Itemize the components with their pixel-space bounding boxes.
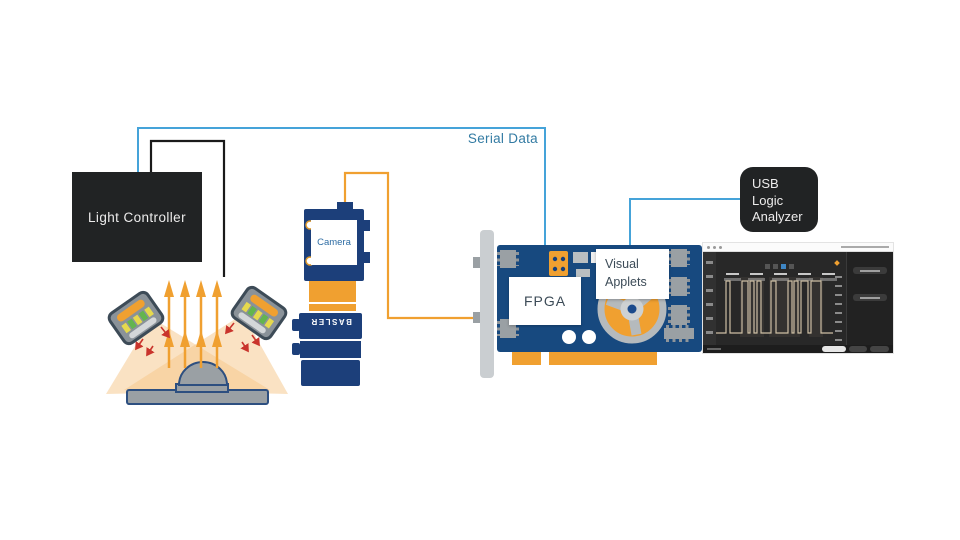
camera-mount-ring <box>309 281 356 302</box>
usb-analyzer-wire <box>629 198 740 250</box>
trigger-marker-icon <box>834 260 840 266</box>
lens-upper <box>299 313 362 339</box>
jumper-block <box>549 251 568 276</box>
ic-chip-icon <box>497 250 519 268</box>
ic-chip-icon <box>668 305 690 325</box>
pci-bracket <box>480 230 494 378</box>
sample-dome <box>177 361 229 386</box>
camera-label: Camera <box>311 220 357 265</box>
analyzer-channel-strip <box>703 252 716 345</box>
lens-mid <box>300 341 361 358</box>
analyzer-bottom-bar <box>703 345 893 353</box>
light-trigger-wire <box>149 139 226 277</box>
pcie-finger <box>549 352 657 365</box>
camera-top-connector <box>337 202 353 210</box>
analyzer-titlebar <box>703 243 893 252</box>
lens-brand-label: BASLER <box>309 317 352 326</box>
visual-applets-label: Visual Applets <box>596 249 669 299</box>
ic-chip-icon <box>668 277 690 296</box>
left-led-light-icon <box>107 290 165 346</box>
logic-analyzer-screenshot <box>703 243 893 353</box>
pcie-finger <box>512 352 541 365</box>
ic-chip-icon <box>668 249 690 267</box>
digital-waveform <box>716 277 833 337</box>
light-controller-label: Light Controller <box>88 209 186 225</box>
camera-cable-wire <box>343 171 480 320</box>
usb-logic-analyzer-box: USB Logic Analyzer <box>740 167 818 232</box>
analyzer-side-panel <box>846 252 893 345</box>
ic-chip-icon <box>664 325 694 342</box>
fpga-label: FPGA <box>509 277 581 325</box>
light-controller-box: Light Controller <box>72 172 202 262</box>
serial-data-label: Serial Data <box>467 131 538 146</box>
right-led-light-icon <box>230 285 288 341</box>
reflected-light-arrows <box>167 288 219 368</box>
active-tool-icon <box>781 264 786 269</box>
illumination-scene <box>106 280 288 405</box>
arrowheads <box>164 280 222 347</box>
lens-lower <box>301 360 360 386</box>
serial-data-wire <box>137 127 546 246</box>
right-light-cone <box>124 314 288 394</box>
